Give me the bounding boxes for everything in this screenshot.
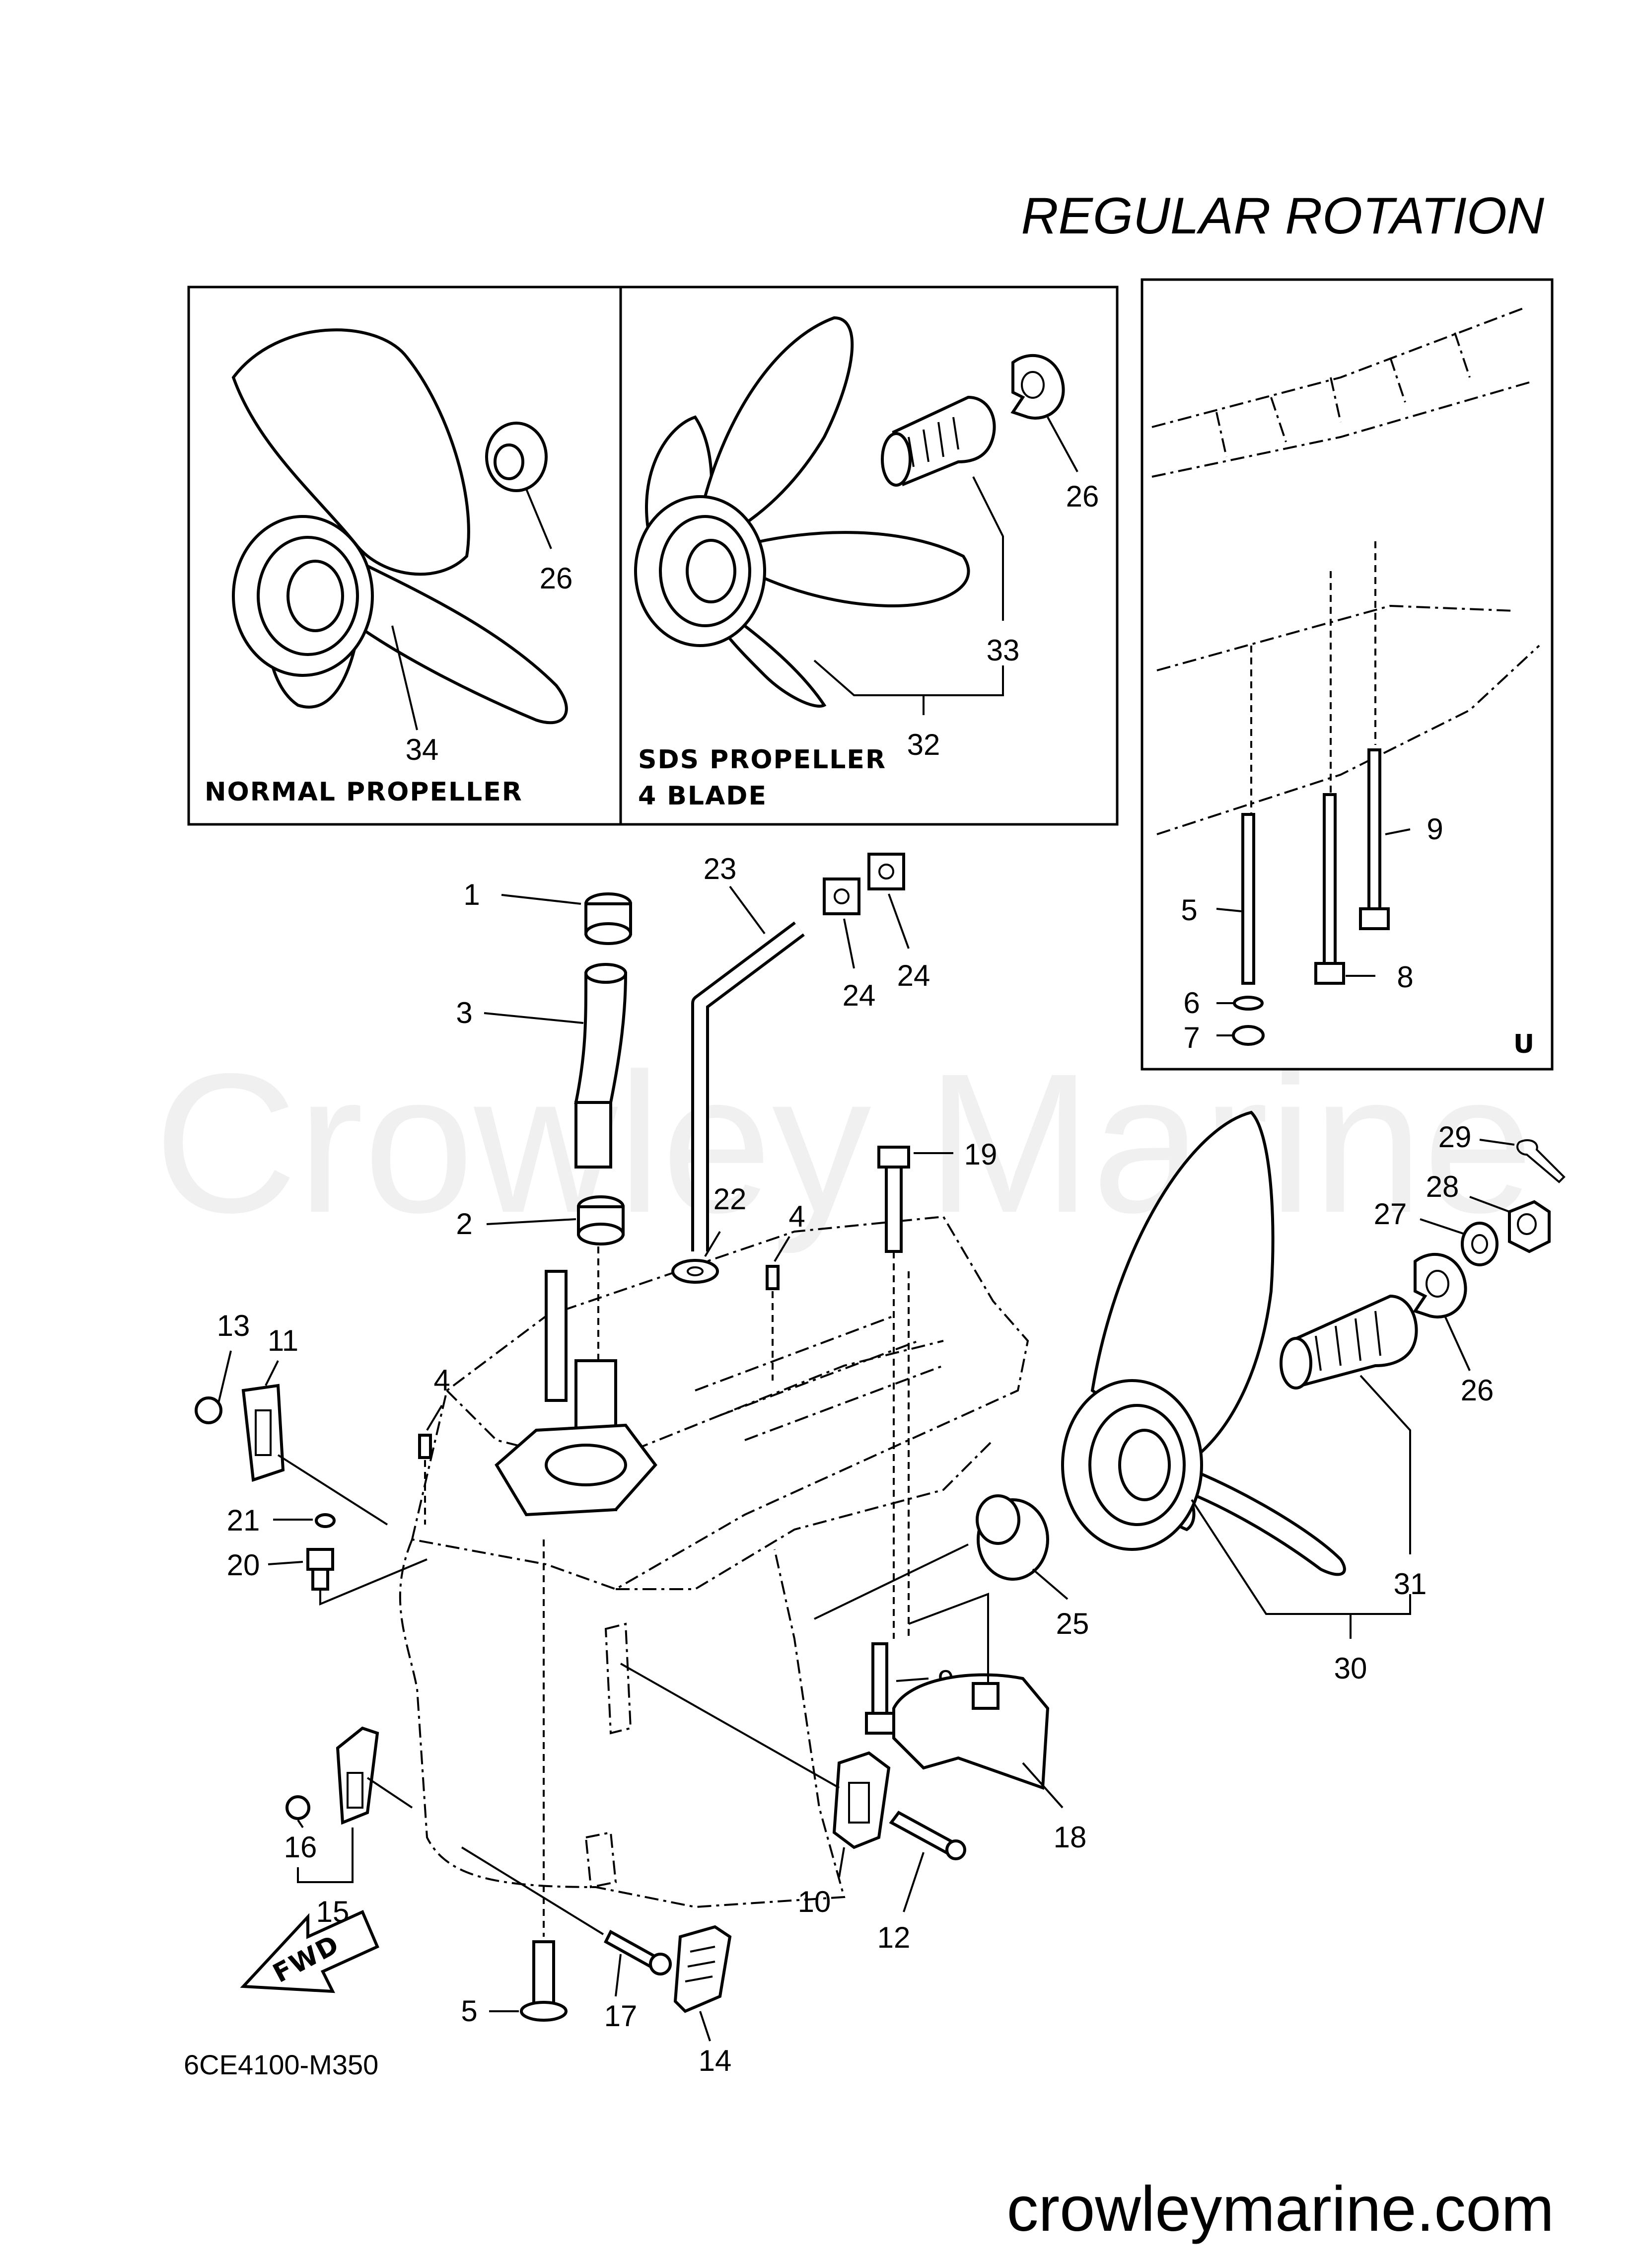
o-ring-21-icon xyxy=(315,1513,336,1528)
cover-11-icon xyxy=(241,1384,285,1482)
callout-4b: 4 xyxy=(433,1364,450,1397)
callout-12: 12 xyxy=(877,1921,911,1954)
inset-sds-propeller: 26 33 32 SDS PROPELLER 4 BLADE xyxy=(619,286,1119,826)
callout-24b: 24 xyxy=(897,959,930,992)
bolt-9-icon xyxy=(1359,748,1390,930)
nut-28-icon xyxy=(1508,1200,1551,1253)
nut-13-icon xyxy=(195,1396,222,1424)
callout-2: 2 xyxy=(456,1207,472,1241)
propeller-30-icon xyxy=(1061,1110,1346,1576)
callout-23: 23 xyxy=(704,852,737,885)
watermark: Crowley Marine xyxy=(154,1032,1534,1255)
callout-16: 16 xyxy=(284,1830,317,1864)
bolt-9-main-icon xyxy=(865,1642,896,1735)
callout-26: 26 xyxy=(540,562,573,595)
anode-10-icon xyxy=(832,1751,891,1849)
callout-29: 29 xyxy=(1438,1120,1472,1154)
callout-32: 32 xyxy=(907,728,940,761)
water-tube-3-icon xyxy=(574,963,628,1169)
callout-9-inset: 9 xyxy=(1427,812,1443,846)
washer-26-sds-icon xyxy=(1010,354,1065,420)
callout-8: 8 xyxy=(1397,960,1413,994)
callout-13: 13 xyxy=(217,1309,250,1342)
grommet-22-icon xyxy=(671,1259,719,1284)
callout-33: 33 xyxy=(987,634,1020,667)
callout-31: 31 xyxy=(1394,1567,1427,1601)
bolt-17-icon xyxy=(604,1929,672,1975)
callout-7: 7 xyxy=(1183,1021,1200,1054)
washer-27-icon xyxy=(1461,1222,1499,1266)
nut-7-icon xyxy=(1232,1025,1265,1046)
hose-23-icon xyxy=(691,921,805,1251)
cover-15-icon xyxy=(336,1726,379,1825)
inset-u-mounting: 5 6 7 8 9 U xyxy=(1141,278,1554,1071)
sds-hub-33-icon xyxy=(881,395,996,487)
fwd-arrow-icon: FWD xyxy=(240,1910,379,1993)
callout-26-sds: 26 xyxy=(1066,480,1099,513)
callout-24a: 24 xyxy=(843,979,876,1012)
callout-22: 22 xyxy=(714,1182,747,1216)
inset-normal-propeller: 26 34 NORMAL PROPELLER xyxy=(187,286,622,826)
callout-26-main: 26 xyxy=(1461,1374,1494,1407)
washer-26-main-icon xyxy=(1413,1252,1467,1318)
clip-24b-icon xyxy=(867,853,905,890)
grommet-2-icon xyxy=(577,1195,625,1245)
diagram-code: 6CE4100-M350 xyxy=(184,2049,378,2080)
callout-19: 19 xyxy=(964,1138,998,1171)
sleeve-1-icon xyxy=(584,892,632,945)
hub-31-icon xyxy=(1280,1294,1418,1390)
water-pump-housing xyxy=(495,1270,657,1517)
callout-21: 21 xyxy=(227,1504,260,1537)
bolt-8-icon xyxy=(1314,793,1345,985)
callout-14: 14 xyxy=(699,2044,732,2077)
cover-14-icon xyxy=(673,1925,732,2013)
stud-bolt-5-icon xyxy=(1241,813,1255,985)
bolt-12-icon xyxy=(889,1811,966,1860)
website-url: crowleymarine.com xyxy=(1007,2174,1555,2245)
bolt-5-main-icon xyxy=(520,1940,568,2022)
callout-20: 20 xyxy=(227,1548,260,1582)
page-title: REGULAR ROTATION xyxy=(1021,187,1544,245)
callout-3: 3 xyxy=(456,996,472,1029)
inset-u-tag: U xyxy=(1513,1029,1535,1059)
callout-10: 10 xyxy=(798,1885,831,1918)
cotter-pin-29-icon xyxy=(1516,1139,1566,1183)
trim-tab-18-icon xyxy=(892,1673,1050,1790)
dowel-4b-icon xyxy=(418,1434,432,1459)
clip-24a-icon xyxy=(823,878,860,915)
normal-propeller-caption: NORMAL PROPELLER xyxy=(205,777,523,807)
sds-propeller-icon xyxy=(634,316,970,708)
callout-17: 17 xyxy=(604,1999,638,2033)
callout-18: 18 xyxy=(1054,1821,1087,1854)
lower-case-housing xyxy=(399,1215,1029,1908)
callout-30: 30 xyxy=(1334,1652,1367,1685)
callout-6: 6 xyxy=(1183,986,1200,1020)
sds-caption-line1: SDS PROPELLER xyxy=(638,745,886,775)
callout-34: 34 xyxy=(406,733,439,766)
callout-28: 28 xyxy=(1426,1170,1459,1203)
normal-propeller-icon xyxy=(231,328,568,725)
washer-26-icon xyxy=(485,422,548,492)
callout-5-inset: 5 xyxy=(1181,893,1197,927)
callout-27: 27 xyxy=(1374,1197,1407,1231)
thrust-washer-25-icon xyxy=(976,1494,1049,1581)
plug-20-icon xyxy=(306,1548,334,1591)
dowel-4a-icon xyxy=(766,1265,780,1290)
callout-4a: 4 xyxy=(788,1200,805,1233)
callout-1: 1 xyxy=(463,878,480,911)
callout-5-main: 5 xyxy=(461,1994,477,2028)
nut-16-icon xyxy=(286,1795,310,1820)
sds-caption-line2: 4 BLADE xyxy=(638,781,767,811)
washer-6-icon xyxy=(1233,996,1264,1011)
callout-25: 25 xyxy=(1056,1607,1089,1640)
callout-11: 11 xyxy=(268,1324,298,1357)
